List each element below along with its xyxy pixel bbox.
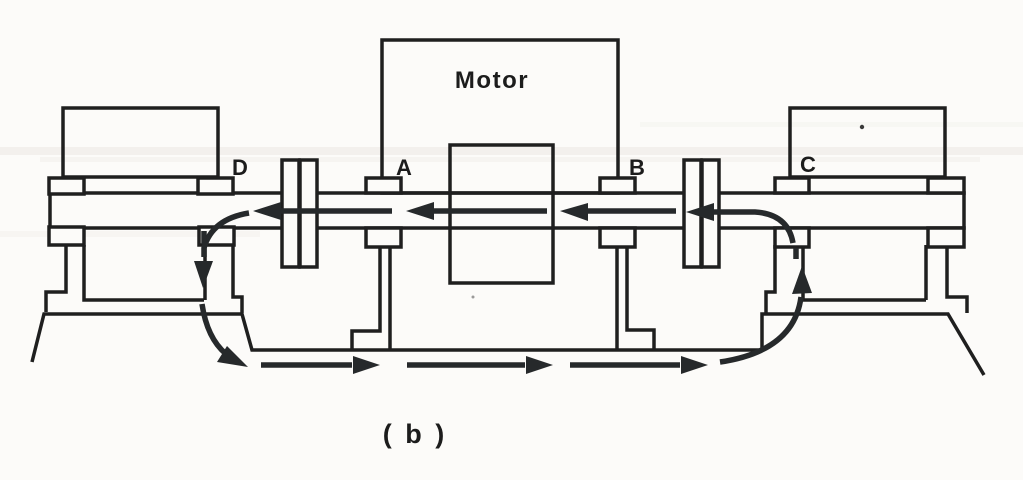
scan-speck [859, 124, 865, 130]
bearing-d-label: D [232, 155, 248, 180]
base-entry-head [217, 346, 248, 367]
foundation-outline [30, 312, 986, 376]
bearing-a-lower [364, 226, 403, 249]
scan-streak [640, 122, 1023, 127]
right-pedestal-outer-foot [945, 245, 969, 313]
bearing-c-label: C [800, 152, 816, 177]
right-machine-outer-bearing-lower [926, 226, 966, 249]
scan-speck [471, 295, 475, 299]
right-pedestal-bottom [801, 245, 926, 302]
right-machine-outer-bearing-upper [926, 176, 966, 195]
base-flow-arrow-1-head [353, 356, 380, 374]
left-machine-pedestal [44, 245, 244, 313]
shaft-flow-arrow-1-head [253, 202, 281, 220]
force-flow-arrows [194, 202, 812, 374]
bearing-b-upper [598, 176, 637, 195]
motor-label: Motor [455, 67, 529, 94]
left-machine-outer-bearing-upper [47, 176, 86, 196]
bearing-a-label: A [396, 155, 412, 180]
pedestal-d-down-head [194, 261, 213, 288]
left-pedestal-outer-foot [44, 245, 68, 312]
figure-caption: ( b ) [383, 419, 447, 449]
pedestal-b-foot [625, 247, 656, 349]
pedestal-a-foot [350, 247, 382, 349]
motor-pedestal-a [350, 247, 392, 349]
bearing-b-label: B [629, 155, 645, 180]
pedestal-c-foot [764, 245, 777, 313]
bearing-b-lower [598, 226, 637, 249]
motor-rotor [448, 143, 555, 285]
pedestal-d-foot [231, 245, 244, 313]
scan-streak [0, 147, 1023, 155]
left-machine-body [61, 106, 220, 179]
base-flow-arrow-2-head [526, 356, 553, 374]
pedestal-d-down-line [201, 210, 250, 257]
motor-pedestal-b [615, 247, 656, 349]
scan-streak [0, 231, 260, 237]
motor-body [380, 38, 620, 195]
shaft-flow-arrow-3-head [560, 203, 588, 221]
base-entry-line [199, 303, 228, 357]
bearing-a-upper [364, 176, 403, 195]
left-pedestal-bottom [82, 245, 204, 302]
scan-artifacts [0, 122, 1023, 299]
scan-streak [40, 157, 980, 162]
pedestal-c-up-head [792, 266, 812, 294]
pedestal-c-up-line [719, 296, 804, 365]
left-machine-outer-bearing-lower [47, 225, 86, 247]
coupling-right-flow-head [686, 203, 714, 221]
base-flow-arrow-3-head [681, 356, 708, 374]
bearing-c-upper [773, 176, 811, 195]
coupling-right-flow-line [713, 209, 796, 244]
right-machine-body [788, 106, 947, 179]
bearing-d-upper [196, 176, 235, 196]
shaft-flow-arrow-2-head [406, 202, 434, 220]
foundation-profile [30, 312, 986, 376]
